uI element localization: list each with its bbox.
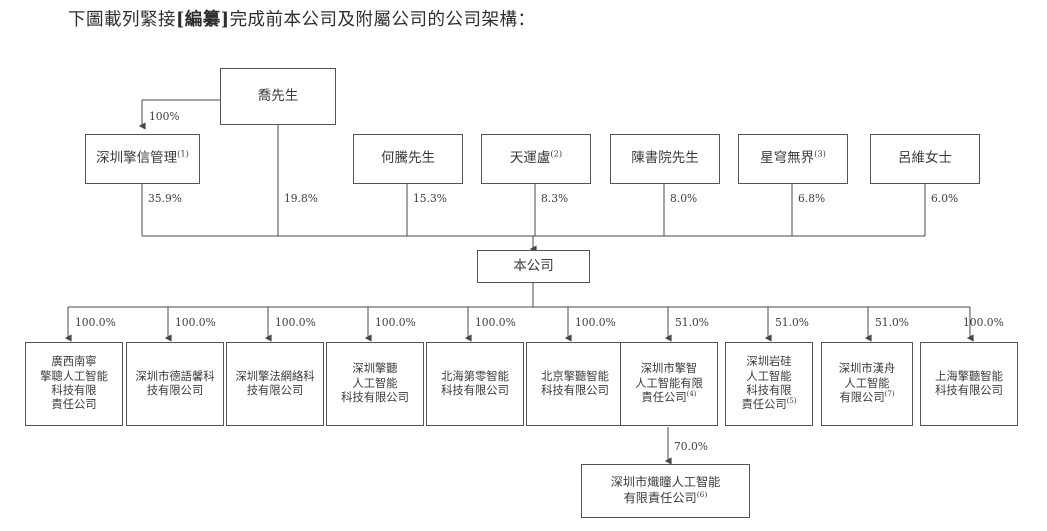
- pct-tianyunlu-to-company: 8.3%: [541, 192, 569, 205]
- box-subsidiary-1[interactable]: 深圳市德語馨科 技有限公司: [126, 342, 224, 426]
- box-shareholder-he-teng-label: 何騰先生: [381, 150, 435, 167]
- box-subsidiary-7[interactable]: 深圳岩硅 人工智能 科技有限 責任公司(5): [725, 342, 813, 426]
- box-subsidiary-1-label: 深圳市德語馨科 技有限公司: [135, 369, 215, 397]
- box-subsidiary-6-label: 深圳市擎智 人工智能有限 責任公司(4): [635, 362, 703, 405]
- pct-controller-to-company: 19.8%: [284, 192, 318, 205]
- footnote-ref: (7): [884, 390, 895, 399]
- pct-subsidiary-8: 51.0%: [875, 316, 909, 329]
- box-shareholder-he-teng[interactable]: 何騰先生: [353, 134, 463, 184]
- box-shareholder-xingqiong-label: 星穹無界(3): [760, 148, 826, 167]
- footnote-ref: (5): [786, 397, 797, 406]
- box-subsidiary-3[interactable]: 深圳擎聽 人工智能 科技有限公司: [326, 342, 424, 426]
- pct-controller-to-holdco: 100%: [149, 110, 180, 123]
- pct-subsidiary-4: 100.0%: [475, 316, 516, 329]
- pct-subsidiary-5: 100.0%: [575, 316, 616, 329]
- box-subsidiary-8-label: 深圳市漢舟 人工智能 有限公司(7): [838, 362, 896, 405]
- pct-subsidiary-7: 51.0%: [775, 316, 809, 329]
- box-subsidiary-7-label: 深圳岩硅 人工智能 科技有限 責任公司(5): [741, 355, 797, 412]
- pct-subsidiary-9: 100.0%: [963, 316, 1004, 329]
- box-subsidiary-6[interactable]: 深圳市擎智 人工智能有限 責任公司(4): [620, 342, 718, 426]
- title-prefix: 下圖載列緊接: [68, 10, 176, 30]
- pct-holdco-to-company: 35.9%: [148, 192, 182, 205]
- footnote-ref: (1): [177, 148, 189, 159]
- box-shareholder-chen-shuyuan-label: 陳書院先生: [631, 150, 699, 167]
- box-subsidiary-3-label: 深圳擎聽 人工智能 科技有限公司: [341, 362, 409, 405]
- box-subsidiary-5-label: 北京擎聽智能 科技有限公司: [541, 369, 609, 397]
- pct-xingqiong-to-company: 6.8%: [798, 192, 826, 205]
- box-the-company-label: 本公司: [513, 257, 554, 274]
- box-subsidiary-9[interactable]: 上海擎聽智能 科技有限公司: [920, 342, 1018, 426]
- footnote-ref: (4): [686, 390, 697, 399]
- title-bold: [編纂]: [176, 10, 230, 30]
- box-subsidiary-9-label: 上海擎聽智能 科技有限公司: [935, 369, 1003, 397]
- pct-he-teng-to-company: 15.3%: [413, 192, 447, 205]
- box-shareholder-chen-shuyuan[interactable]: 陳書院先生: [610, 134, 720, 184]
- pct-subsidiary-2: 100.0%: [275, 316, 316, 329]
- pct-grandchild: 70.0%: [674, 440, 708, 453]
- pct-subsidiary-6: 51.0%: [675, 316, 709, 329]
- footnote-ref: (2): [550, 148, 563, 159]
- box-subsidiary-4-label: 北海第零智能 科技有限公司: [441, 369, 509, 397]
- box-shareholder-holdco[interactable]: 深圳擎信管理(1): [85, 134, 200, 184]
- box-shareholder-tianyunlu[interactable]: 天運盧(2): [481, 134, 591, 184]
- box-subsidiary-8[interactable]: 深圳市漢舟 人工智能 有限公司(7): [821, 342, 913, 426]
- box-subsidiary-4[interactable]: 北海第零智能 科技有限公司: [426, 342, 524, 426]
- box-shareholder-lv-wei-label: 呂維女士: [898, 150, 952, 167]
- page-title: 下圖載列緊接[編纂]完成前本公司及附屬公司的公司架構：: [68, 6, 536, 31]
- pct-subsidiary-1: 100.0%: [175, 316, 216, 329]
- box-grandchild-label: 深圳市熾瞳人工智能 有限責任公司(6): [610, 475, 721, 505]
- box-subsidiary-2-label: 深圳擎法網絡科 技有限公司: [235, 369, 315, 397]
- box-shareholder-tianyunlu-label: 天運盧(2): [509, 148, 563, 167]
- box-controller[interactable]: 喬先生: [220, 68, 336, 125]
- pct-subsidiary-3: 100.0%: [375, 316, 416, 329]
- box-shareholder-xingqiong[interactable]: 星穹無界(3): [738, 134, 848, 184]
- box-shareholder-lv-wei[interactable]: 呂維女士: [870, 134, 980, 184]
- box-the-company[interactable]: 本公司: [477, 250, 590, 283]
- box-subsidiary-0[interactable]: 廣西南寧 擎聰人工智能 科技有限 責任公司: [25, 342, 123, 426]
- box-shareholder-holdco-label: 深圳擎信管理(1): [96, 148, 189, 167]
- box-subsidiary-5[interactable]: 北京擎聽智能 科技有限公司: [526, 342, 624, 426]
- box-subsidiary-0-label: 廣西南寧 擎聰人工智能 科技有限 責任公司: [40, 355, 108, 412]
- title-suffix: 完成前本公司及附屬公司的公司架構：: [229, 10, 536, 30]
- box-controller-label: 喬先生: [257, 87, 299, 104]
- footnote-ref: (6): [696, 489, 708, 499]
- footnote-ref: (3): [814, 148, 826, 159]
- pct-lv-wei-to-company: 6.0%: [931, 192, 959, 205]
- box-subsidiary-2[interactable]: 深圳擎法網絡科 技有限公司: [226, 342, 324, 426]
- box-grandchild[interactable]: 深圳市熾瞳人工智能 有限責任公司(6): [581, 464, 750, 518]
- pct-subsidiary-0: 100.0%: [75, 316, 116, 329]
- pct-chen-shuyuan-to-company: 8.0%: [670, 192, 698, 205]
